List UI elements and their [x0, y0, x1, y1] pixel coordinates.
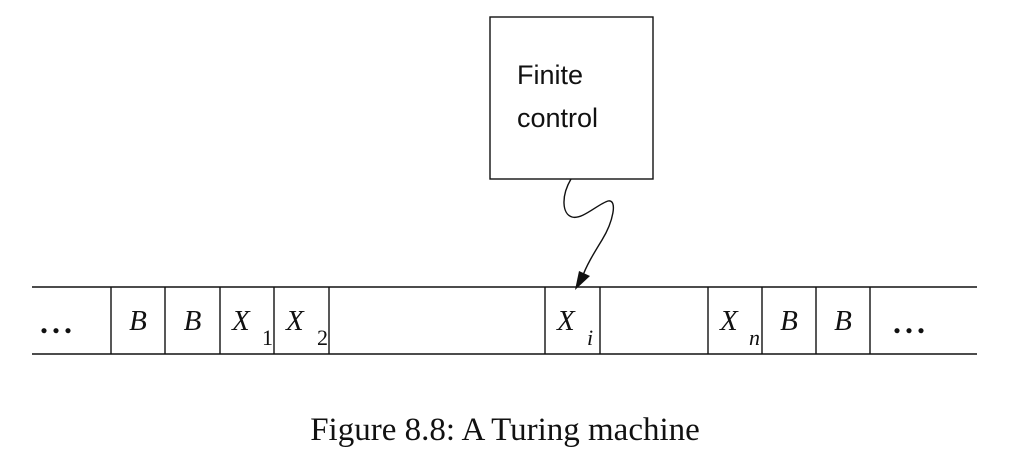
- finite-control-box: [489, 16, 654, 180]
- tape-head-connector: [563, 178, 615, 279]
- tape-right-ellipsis: ...: [893, 304, 929, 340]
- tape-left-ellipsis: ...: [40, 304, 76, 340]
- tape-cell-symbol: X: [231, 305, 251, 337]
- tape-cell-subscript: 2: [317, 325, 328, 350]
- tape-cell-subscript: i: [587, 325, 593, 350]
- tape-cell-subscript: n: [749, 325, 760, 350]
- tape-cell-symbol: X: [719, 305, 739, 337]
- finite-control-label-line2: control: [517, 103, 598, 133]
- tape-head-arrowhead: [575, 271, 590, 290]
- finite-control-label-line1: Finite: [517, 60, 583, 90]
- tape-cell-symbol: X: [285, 305, 305, 337]
- tape-cell-symbol: B: [184, 305, 202, 337]
- figure-caption: Figure 8.8: A Turing machine: [310, 412, 700, 448]
- tape-cell-symbol: B: [129, 305, 147, 337]
- tape-cell-subscript: 1: [262, 325, 273, 350]
- tape-cell-symbol: B: [834, 305, 852, 337]
- tape-cell-symbol: X: [556, 305, 576, 337]
- tape-cell-symbol: B: [780, 305, 798, 337]
